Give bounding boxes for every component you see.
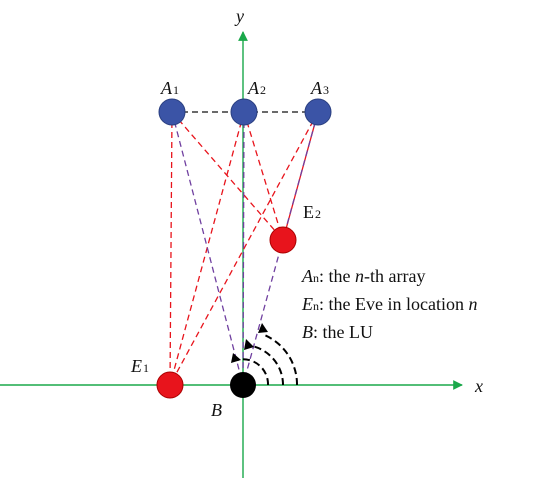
array-node-a3 — [304, 98, 332, 126]
angle-arcs — [236, 333, 299, 386]
label-a1: A1 — [160, 78, 179, 98]
user-links — [171, 111, 319, 386]
label-e1: E1 — [130, 356, 149, 376]
link-a1-b — [171, 111, 244, 386]
arrowhead-outer — [258, 323, 268, 333]
arrowhead-middle — [244, 339, 254, 350]
link-a2-e2 — [243, 111, 284, 241]
x-axis-label: x — [474, 376, 483, 396]
angle-arrowheads — [231, 323, 268, 363]
legend: An: the n-th array En: the Eve in locati… — [301, 266, 477, 342]
link-a1-e2 — [171, 111, 284, 241]
y-axis-label: y — [234, 6, 244, 26]
label-e2: E2 — [303, 202, 321, 222]
array-node-a1 — [158, 98, 186, 126]
label-a2: A2 — [247, 78, 266, 98]
link-a1-e1 — [169, 111, 173, 386]
angle-arc-outer — [261, 333, 299, 386]
eve-node-e2 — [269, 226, 297, 254]
legend-user: B: the LU — [302, 322, 373, 342]
angle-arc-inner — [236, 358, 270, 386]
user-node-b — [230, 372, 256, 398]
array-node-a2 — [230, 98, 258, 126]
label-a3: A3 — [310, 78, 329, 98]
legend-array: An: the n-th array — [301, 266, 425, 286]
legend-eve: En: the Eve in location n — [301, 294, 477, 314]
eve-node-e1 — [156, 371, 184, 399]
arrowhead-inner — [231, 353, 241, 363]
label-b: B — [211, 400, 222, 420]
link-a2-b — [242, 111, 245, 386]
angle-arc-middle — [251, 345, 284, 386]
link-a3-e1 — [169, 111, 319, 386]
